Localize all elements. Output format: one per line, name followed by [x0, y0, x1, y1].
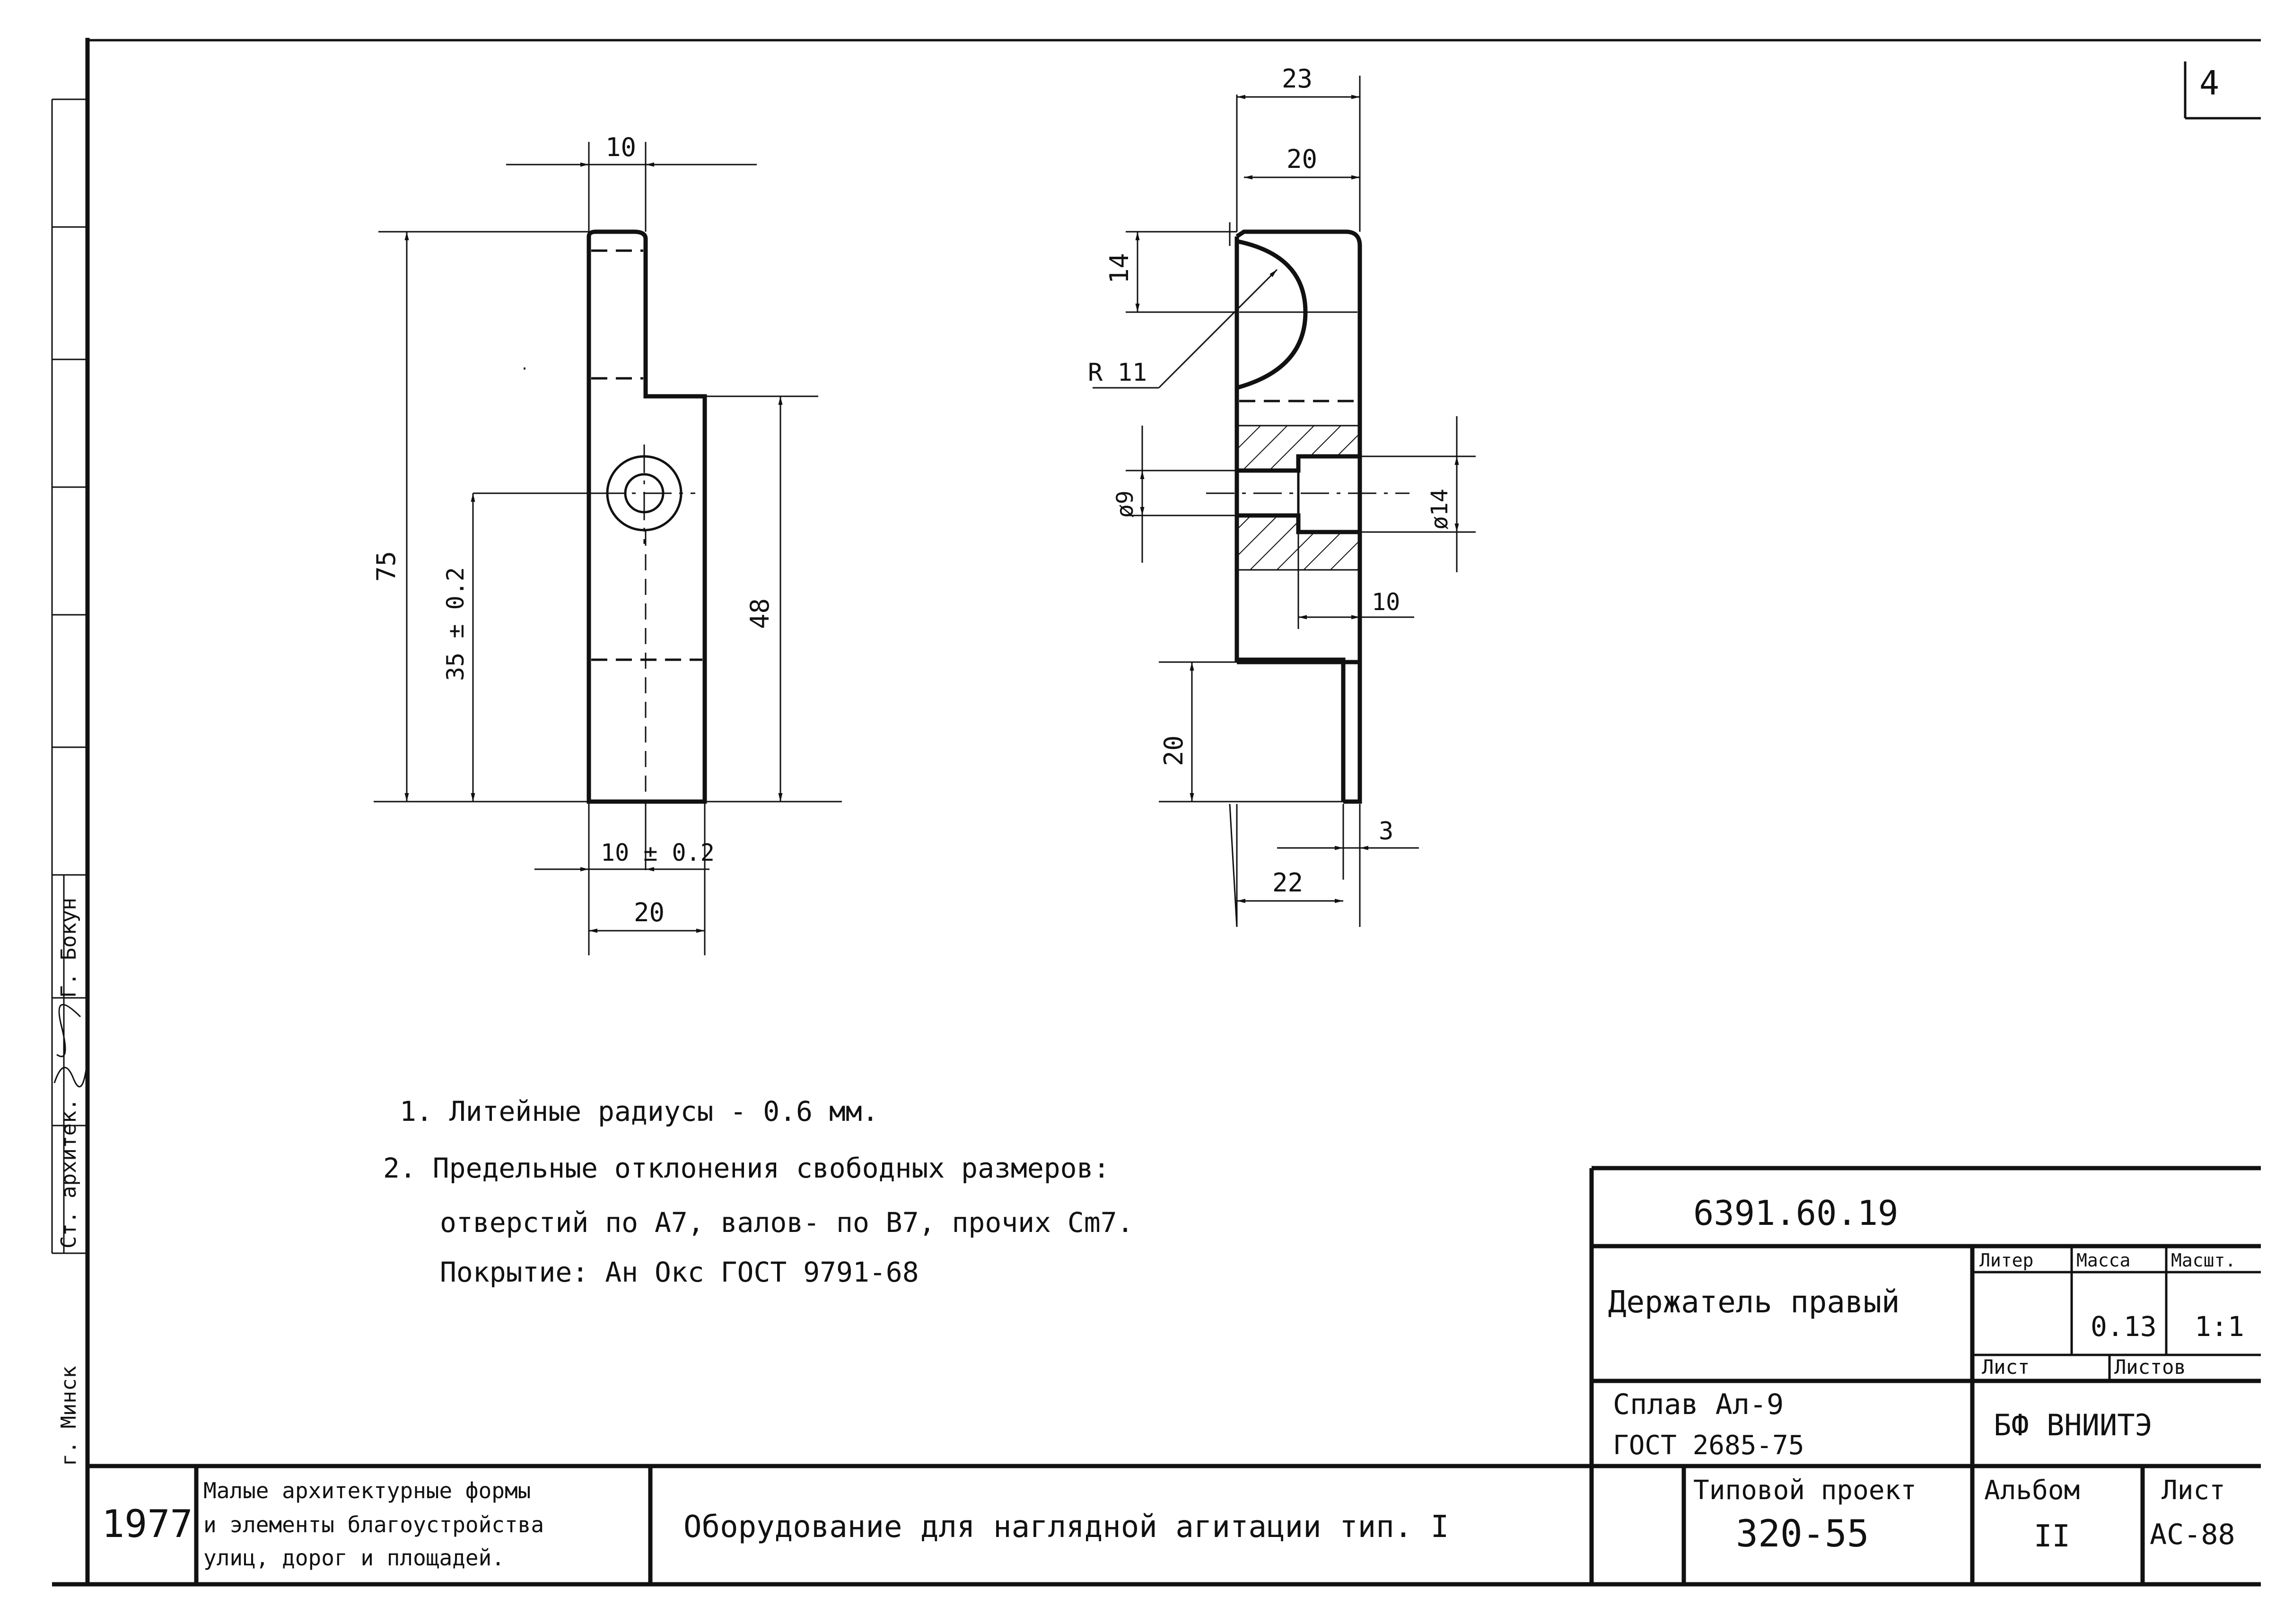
sheet-label: Лист — [2162, 1475, 2225, 1506]
dim-counterbore-depth: 10 — [1372, 588, 1400, 616]
series-line3: улиц, дорог и площадей. — [203, 1545, 505, 1571]
material-line2: ГОСТ 2685-75 — [1613, 1430, 1804, 1461]
sheet-code: АС-88 — [2150, 1518, 2235, 1551]
stamp-city: г. Минск — [57, 1366, 81, 1466]
part-name: Держатель правый — [1608, 1285, 1900, 1320]
signature-mark — [53, 1004, 88, 1088]
year: 1977 — [102, 1502, 193, 1546]
note-3: отверстий по A7, валов- по B7, прочих Cm… — [440, 1206, 1134, 1239]
notes: 1. Литейные радиусы - 0.6 мм. 2. Предель… — [383, 1095, 1134, 1288]
dim-bottom-width: 20 — [634, 898, 665, 927]
dim-overall-height: 75 — [371, 551, 401, 582]
typical-number: 320-55 — [1736, 1513, 1869, 1555]
series-line1: Малые архитектурные формы — [203, 1478, 531, 1503]
dim-inner-width: 20 — [1287, 144, 1317, 174]
left-part-outline — [586, 229, 707, 804]
title-block: 6391.60.19 Держатель правый Литер Масса … — [1589, 1166, 2261, 1584]
dim-recess-depth: 14 — [1104, 253, 1134, 284]
dim-lip-thickness: 3 — [1379, 817, 1393, 846]
col-mass: Масса — [2076, 1250, 2130, 1271]
left-view: · 10 75 35 ± 0.2 48 10 ± 0.2 20 — [371, 132, 842, 955]
col-liter: Литер — [1979, 1250, 2033, 1271]
dim-overall-width: 23 — [1282, 64, 1313, 94]
dim-top-width: 10 — [605, 132, 636, 162]
scale-value: 1:1 — [2195, 1310, 2244, 1343]
dim-lower-height: 48 — [745, 598, 775, 629]
stamp-role: Ст. архитек. — [57, 1098, 81, 1249]
typical-label: Типовой проект — [1693, 1475, 1917, 1506]
side-stamp: Ст. архитек. Г. Бокун г. Минск — [53, 898, 88, 1466]
svg-text:·: · — [520, 361, 529, 377]
dim-radius: R 11 — [1088, 358, 1147, 387]
dim-lip-height: 20 — [1159, 735, 1189, 766]
album-number: II — [2034, 1519, 2070, 1554]
material-line1: Сплав Ал-9 — [1613, 1388, 1784, 1421]
note-2: 2. Предельные отклонения свободных разме… — [383, 1152, 1110, 1184]
dim-hole-large: ø14 — [1427, 489, 1453, 530]
col-sheets: Листов — [2114, 1355, 2186, 1379]
dim-bottom-offset: 10 ± 0.2 — [601, 839, 715, 866]
radius-recess — [1236, 239, 1308, 390]
dim-hole-small: ø9 — [1112, 490, 1138, 518]
bottom-strip: 1977 Малые архитектурные формы и элемент… — [88, 1464, 2261, 1584]
note-1: 1. Литейные радиусы - 0.6 мм. — [400, 1095, 879, 1127]
dim-hole-position: 35 ± 0.2 — [442, 567, 469, 681]
doc-code: 6391.60.19 — [1693, 1193, 1898, 1233]
note-4: Покрытие: Ан Окс ГОСТ 9791-68 — [440, 1256, 919, 1288]
project-title: Оборудование для наглядной агитации тип.… — [683, 1510, 1449, 1545]
album-label: Альбом — [1984, 1475, 2080, 1506]
series-line2: и элементы благоустройства — [203, 1512, 544, 1537]
stamp-name: Г. Бокун — [57, 898, 81, 998]
sheet-frame — [51, 38, 2261, 1587]
col-sheet: Лист — [1982, 1355, 2030, 1379]
dim-bottom-width-right: 22 — [1272, 868, 1303, 898]
sheet-number: 4 — [2199, 64, 2219, 103]
right-part-outline — [1234, 229, 1362, 802]
org: БФ ВНИИТЭ — [1994, 1408, 2153, 1442]
col-scale: Масшт. — [2171, 1250, 2236, 1271]
right-view: 23 20 14 R 11 ø9 ø14 10 20 3 22 — [1088, 64, 1476, 927]
mass-value: 0.13 — [2091, 1310, 2157, 1343]
